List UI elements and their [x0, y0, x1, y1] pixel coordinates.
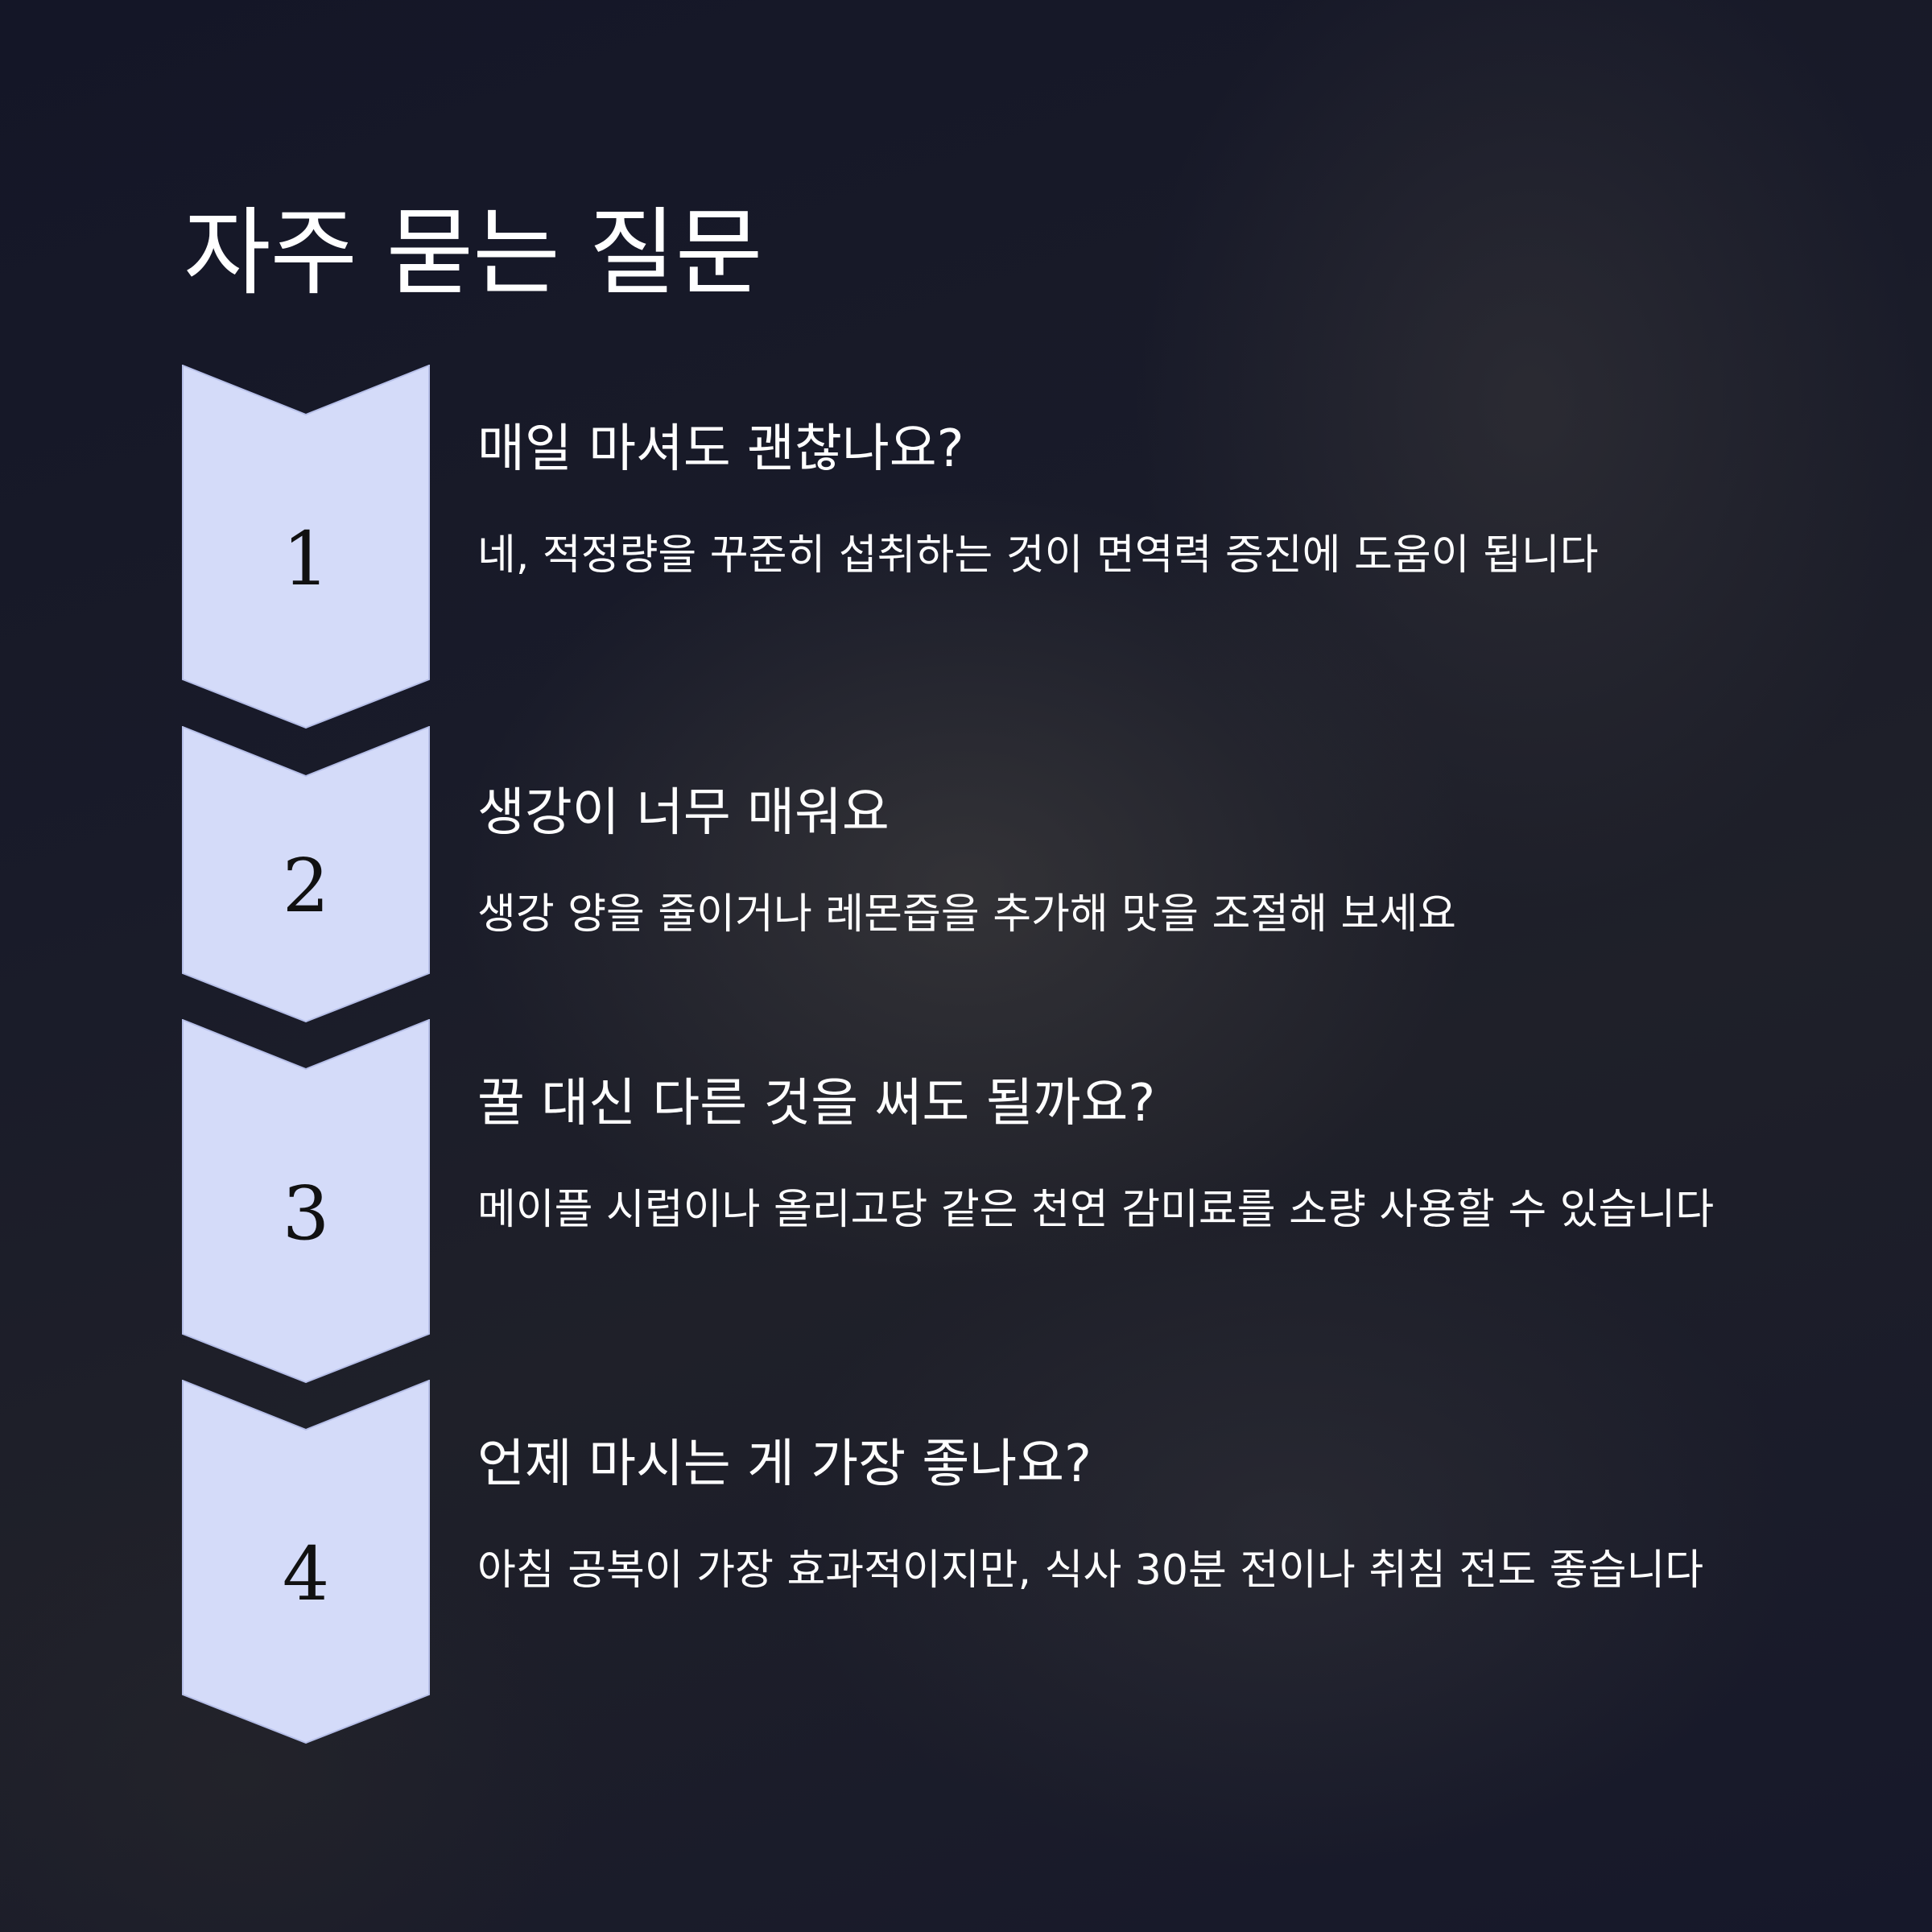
step-chevron-2: 2: [182, 726, 430, 1022]
step-chevron-3: 3: [182, 1019, 430, 1383]
page-title: 자주 묻는 질문: [184, 197, 762, 308]
step-number-4: 4: [282, 1531, 330, 1617]
chevron-shape-1: [182, 365, 430, 729]
faq-item-1: 1 매일 마셔도 괜찮나요? 네, 적정량을 꾸준히 섭취하는 것이 면역력 증…: [0, 365, 1932, 729]
step-number-2: 2: [282, 843, 330, 929]
faq-item-2: 2 생강이 너무 매워요 생강 양을 줄이거나 레몬즙을 추가해 맛을 조절해 …: [0, 726, 1932, 1022]
chevron-shape-3: [182, 1019, 430, 1383]
faq-item-3: 3 꿀 대신 다른 것을 써도 될까요? 메이플 시럽이나 올리고당 같은 천연…: [0, 1019, 1932, 1383]
faq-answer-1: 네, 적정량을 꾸준히 섭취하는 것이 면역력 증진에 도움이 됩니다: [477, 531, 1599, 580]
step-chevron-1: 1: [182, 365, 430, 729]
faq-answer-3: 메이플 시럽이나 올리고당 같은 천연 감미료를 소량 사용할 수 있습니다: [477, 1186, 1715, 1234]
faq-question-3: 꿀 대신 다른 것을 써도 될까요?: [477, 1074, 1156, 1133]
faq-answer-4: 아침 공복이 가장 효과적이지만, 식사 30분 전이나 취침 전도 좋습니다: [477, 1546, 1704, 1595]
chevron-shape-4: [182, 1380, 430, 1744]
faq-question-2: 생강이 너무 매워요: [477, 783, 890, 843]
step-chevron-4: 4: [182, 1380, 430, 1744]
step-number-1: 1: [282, 516, 330, 602]
chevron-shape-2: [182, 726, 430, 1022]
faq-answer-2: 생강 양을 줄이거나 레몬즙을 추가해 맛을 조절해 보세요: [477, 890, 1457, 939]
faq-item-4: 4 언제 마시는 게 가장 좋나요? 아침 공복이 가장 효과적이지만, 식사 …: [0, 1380, 1932, 1744]
faq-question-1: 매일 마셔도 괜찮나요?: [477, 419, 964, 479]
step-number-3: 3: [282, 1170, 330, 1257]
faq-question-4: 언제 마시는 게 가장 좋나요?: [477, 1435, 1092, 1494]
